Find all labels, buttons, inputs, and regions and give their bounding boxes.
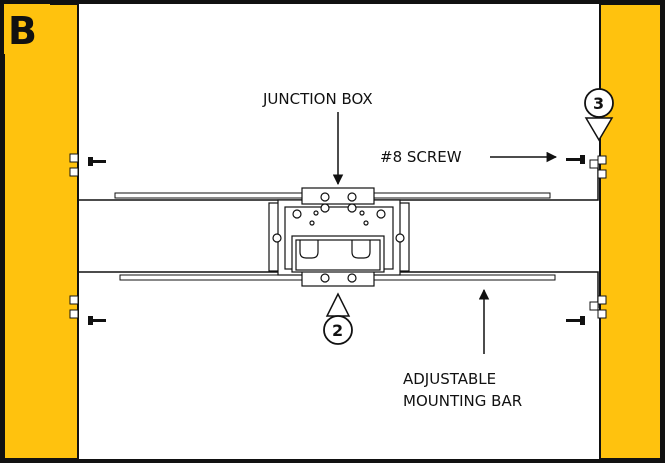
mounting-bar-label-line1: ADJUSTABLE [403,370,496,388]
mounting-bar-label-line2: MOUNTING BAR [403,392,522,410]
step-2-number: 2 [332,321,343,340]
step-2-callout [323,292,353,345]
panel-letter: B [8,9,37,53]
step-3-number: 3 [593,94,604,113]
bar-end-tabs [69,153,607,319]
screw-icon [566,316,585,325]
screw-icon [566,155,585,164]
screw-icon [88,157,106,166]
step-3-callout [584,88,614,142]
screw-label: #8 SCREW [380,148,462,166]
right-joist [599,3,662,460]
screw-icon [88,316,106,325]
panel-letter-box [4,4,50,54]
junction-box [268,187,410,287]
junction-box-label: JUNCTION BOX [262,90,373,108]
left-joist [3,3,79,460]
